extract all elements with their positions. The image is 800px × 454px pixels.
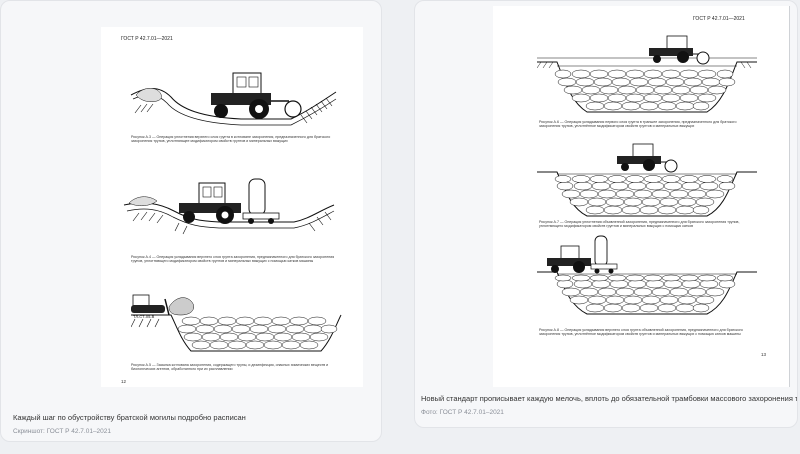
figure-pit-tractor-top: [537, 35, 757, 113]
figure-caption: Рисунок А.4 — Операция укладывания верхн…: [131, 255, 335, 264]
post-card-right: ГОСТ Р 42.7.01—2021 Рисуно: [414, 0, 798, 428]
image-caption: Новый стандарт прописывает каждую мелочь…: [421, 394, 797, 403]
dozer-label: ТЛ-СТ-05-В: [133, 314, 155, 319]
figure-bulldozer-pit: ТЛ-СТ-05-В: [131, 294, 342, 352]
image-source: Фото: ГОСТ Р 42.7.01–2021: [421, 409, 504, 416]
figure-pit-tractor-middle: [537, 143, 757, 217]
image-source: Скриншот: ГОСТ Р 42.7.01–2021: [13, 428, 112, 435]
document-page-left[interactable]: ГОСТ Р 42.7.01—2021 Рисунок А.3 — Операц…: [101, 27, 363, 387]
figure-caption: Рисунок А.5 — Засыпка котлована захороне…: [131, 363, 329, 372]
figure-tractor-tank: [123, 178, 335, 235]
figure-caption: Рисунок А.7 — Операция уплотнения объявл…: [539, 220, 740, 229]
figure-tractor-roller: [130, 72, 337, 126]
figure-caption: Рисунок А.6 — Операция укладывания перво…: [539, 120, 737, 129]
document-page-right[interactable]: ГОСТ Р 42.7.01—2021 Рисуно: [493, 6, 790, 387]
figure-pit-tractor-tank: [537, 235, 757, 315]
post-card-left: ГОСТ Р 42.7.01—2021 Рисунок А.3 — Операц…: [0, 0, 382, 442]
page-number: 12: [121, 379, 127, 384]
figure-caption: Рисунок А.3 — Операция уплотнения верхне…: [131, 135, 331, 144]
page-number: 13: [761, 352, 767, 357]
figure-caption: Рисунок А.8 — Операция укладывания верхн…: [539, 328, 743, 337]
doc-header: ГОСТ Р 42.7.01—2021: [121, 36, 173, 42]
image-caption: Каждый шаг по обустройству братской моги…: [13, 413, 246, 422]
doc-header: ГОСТ Р 42.7.01—2021: [693, 16, 745, 22]
